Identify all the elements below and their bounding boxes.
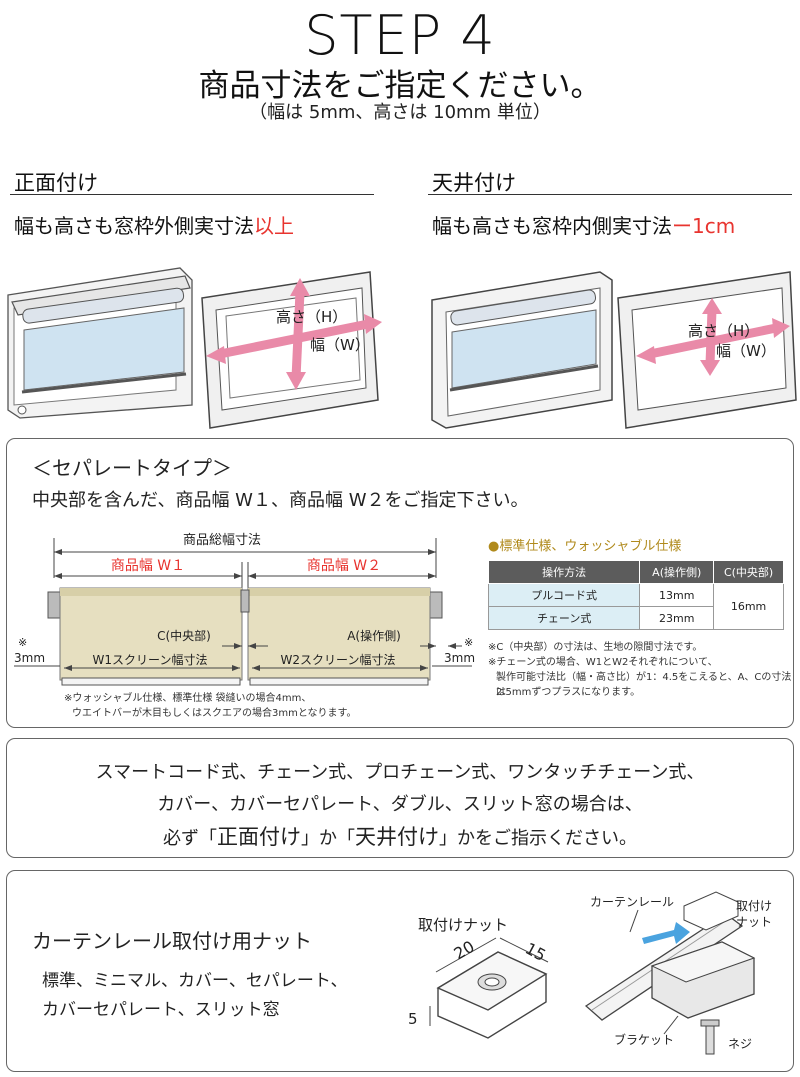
ceiling-mount-heading: 天井付け	[432, 171, 516, 195]
spec-header-a: A(操作側)	[639, 560, 715, 584]
right-3mm-label: 3mm	[444, 651, 475, 665]
nut-install-diagram: カーテンレール 取付け ナット ブラケット ネジ	[584, 891, 772, 1055]
front-mount-desc-text: 幅も高さも窓枠外側実寸法	[14, 214, 254, 238]
notice-front-mount: 正面付け	[217, 825, 301, 849]
front-mount-desc: 幅も高さも窓枠外側実寸法以上	[14, 210, 294, 239]
rail-nut-title: カーテンレール取付け用ナット	[32, 929, 312, 953]
a-operation-label: A(操作側)	[347, 628, 401, 643]
mount-notice-box: スマートコード式、チェーン式、プロチェーン式、ワンタッチチェーン式、 カバー、カ…	[6, 738, 794, 858]
spec-a-pullcord: 13mm	[639, 583, 715, 607]
ceiling-mount-desc-accent: ー1cm	[672, 214, 736, 238]
ceiling-mount-desc-text: 幅も高さも窓枠内側実寸法	[432, 214, 672, 238]
rail-nut-desc-1: 標準、ミニマル、カバー、セパレート、	[42, 971, 348, 991]
spec-table-title: ●標準仕様、ウォッシャブル仕様	[488, 539, 682, 554]
notice-line-3-post: 」かをご指示ください。	[439, 828, 637, 849]
ceiling-mount-divider	[428, 194, 792, 195]
w2-screen-width-label: W2スクリーン幅寸法	[281, 652, 396, 667]
separate-footnote-1: ※ウォッシャブル仕様、標準仕様 袋縫いの場合4mm、	[64, 693, 312, 704]
spec-method-pullcord: プルコード式	[487, 583, 641, 607]
rail-label: カーテンレール	[590, 895, 674, 909]
table-row: プルコード式 13mm 16mm	[487, 583, 784, 630]
separate-type-title: ＜セパレートタイプ＞	[32, 456, 232, 480]
page-title: 商品寸法をご指定ください。	[198, 68, 602, 104]
c-center-label: C(中央部)	[157, 628, 211, 643]
ceiling-mount-arrows	[636, 298, 790, 376]
separate-footnote-2: ウエイトバーが木目もしくはスクエアの場合3mmとなります。	[72, 708, 357, 719]
front-width-label: 幅（W）	[310, 336, 370, 354]
notice-ceiling-mount: 天井付け	[355, 825, 439, 849]
separate-diagram: 商品総幅寸法 商品幅 W１ 商品幅 W２ C(中央部) A(操作側) W1スクリ…	[14, 533, 475, 686]
nut-diagram-title: 取付けナット	[418, 916, 509, 934]
spec-a-chain: 23mm	[639, 606, 715, 630]
separate-type-desc: 中央部を含んだ、商品幅 W１、商品幅 W２をご指定下さい。	[32, 490, 529, 511]
notice-line-1: スマートコード式、チェーン式、プロチェーン式、ワンタッチチェーン式、	[95, 762, 705, 783]
front-mount-window-illustration	[7, 267, 193, 419]
rail-nut-desc-2: カバーセパレート、スリット窓	[42, 1000, 280, 1020]
notice-line-3-mid: 」か「	[301, 828, 355, 849]
ceiling-width-label: 幅（W）	[716, 342, 776, 360]
spec-header-method: 操作方法	[487, 560, 641, 584]
spec-header-c: C(中央部)	[713, 560, 784, 584]
right-note-mark: ※	[464, 636, 473, 649]
spec-c-value: 16mm	[713, 583, 784, 630]
left-note-mark: ※	[18, 636, 27, 649]
ceiling-height-label: 高さ（H）	[688, 322, 759, 340]
nut-label-2: ナット	[736, 915, 772, 929]
spec-note-2: ※チェーン式の場合、W1とW2それぞれについて、	[488, 657, 718, 668]
spec-note-4: 2.5mmずつプラスになります。	[496, 687, 641, 698]
front-mount-divider	[10, 194, 374, 195]
w1-screen-width-label: W1スクリーン幅寸法	[93, 652, 208, 667]
bracket-label: ブラケット	[614, 1032, 674, 1047]
table-row: チェーン式 23mm	[487, 606, 784, 630]
ceiling-mount-window-illustration	[431, 271, 613, 429]
spec-note-1: ※C（中央部）の寸法は、生地の隙間寸法です。	[488, 642, 703, 653]
nut-label-1: 取付け	[736, 899, 772, 913]
front-mount-arrows	[206, 278, 382, 390]
w2-label: 商品幅 W２	[307, 558, 381, 574]
front-mount-heading: 正面付け	[14, 171, 98, 195]
mount-illustrations: 高さ（H） 幅（W） 高さ（H） 幅（W）	[7, 267, 797, 429]
nut-dimension-diagram: 20 15 5	[408, 937, 549, 1039]
front-height-label: 高さ（H）	[276, 308, 347, 326]
notice-line-3: 必ず「正面付け」か「天井付け」かをご指示ください。	[7, 821, 793, 855]
w1-label: 商品幅 W１	[111, 558, 185, 574]
unit-note: （幅は 5mm、高さは 10mm 単位）	[249, 102, 551, 123]
total-width-label: 商品総幅寸法	[183, 533, 261, 548]
nut-dim-5: 5	[408, 1010, 418, 1028]
nut-dim-15: 15	[522, 939, 549, 965]
spec-table: 操作方法 A(操作側) C(中央部) プルコード式 13mm 16mm チェーン…	[487, 560, 784, 630]
notice-line-2: カバー、カバーセパレート、ダブル、スリット窓の場合は、	[157, 794, 643, 815]
nut-dim-20: 20	[451, 937, 478, 964]
left-3mm-label: 3mm	[14, 651, 45, 665]
front-mount-desc-accent: 以上	[254, 214, 294, 238]
spec-note-3: 製作可能寸法比（幅・高さ比）が1：4.5をこえると、A、Cの寸法は	[496, 672, 792, 698]
ceiling-mount-desc: 幅も高さも窓枠内側実寸法ー1cm	[432, 210, 735, 239]
notice-line-3-pre: 必ず「	[163, 828, 217, 849]
step-title: STEP 4	[304, 4, 496, 67]
spec-method-chain: チェーン式	[487, 606, 641, 630]
screw-label: ネジ	[728, 1037, 752, 1051]
